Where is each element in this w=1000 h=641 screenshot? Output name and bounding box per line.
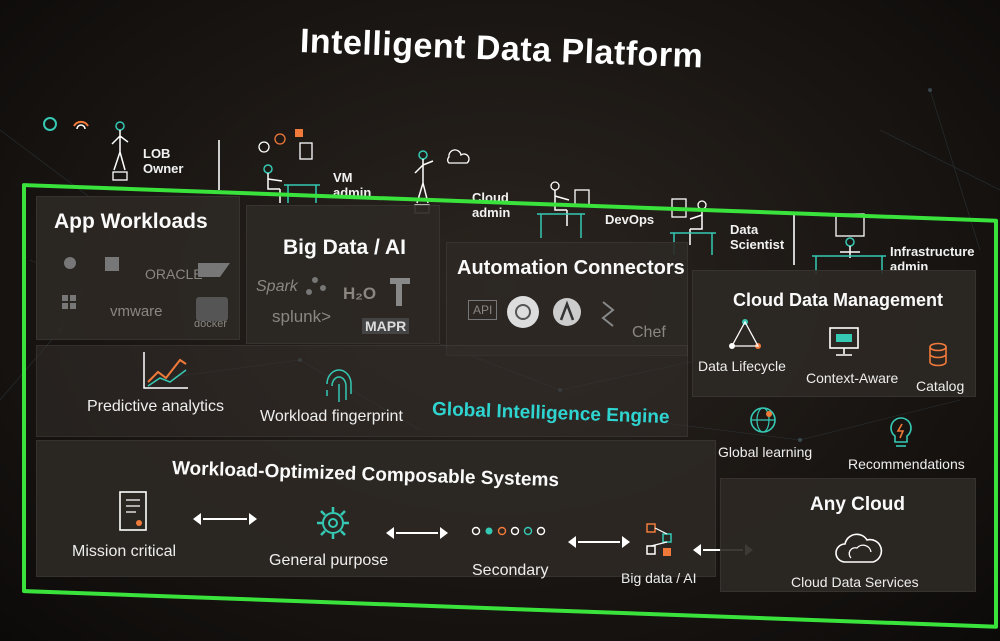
general-purpose-gear-icon — [315, 505, 351, 541]
mission-critical-label: Mission critical — [72, 543, 176, 561]
lob-owner-figure-icon — [105, 120, 135, 190]
recommendations-bulb-icon — [888, 416, 914, 450]
secondary-label: Secondary — [472, 562, 549, 580]
data-lifecycle-label: Data Lifecycle — [698, 358, 786, 374]
app-logos-icon — [60, 255, 235, 330]
predictive-analytics-chart-icon — [142, 350, 190, 392]
bidirectional-arrow — [203, 518, 247, 520]
global-learning-globe-icon — [748, 405, 778, 435]
catalog-label: Catalog — [916, 378, 964, 394]
api-logo: API — [468, 300, 497, 320]
mobile-devices-icon — [40, 112, 100, 142]
persona-divider — [218, 140, 220, 190]
catalog-database-icon — [928, 342, 948, 368]
data-lifecycle-icon — [728, 318, 762, 352]
bidirectional-arrow — [396, 532, 438, 534]
big-data-ai-label: Big data / AI — [621, 570, 697, 586]
kubernetes-ansible-icon — [505, 292, 625, 334]
cloud-data-services-icon — [833, 532, 883, 568]
app-workloads-title: App Workloads — [54, 210, 208, 234]
general-purpose-label: General purpose — [269, 552, 388, 570]
secondary-dots-icon — [470, 524, 550, 538]
hadoop-logos-icon — [305, 272, 415, 312]
mapr-logo: MAPR — [362, 318, 409, 334]
mission-critical-server-icon — [118, 490, 148, 532]
context-aware-label: Context-Aware — [806, 370, 898, 386]
persona-lob-owner: LOB Owner — [143, 146, 183, 176]
automation-connectors-title: Automation Connectors — [457, 257, 685, 280]
chef-logo: Chef — [632, 324, 666, 342]
cloud-data-management-title: Cloud Data Management — [733, 290, 943, 311]
global-learning-label: Global learning — [718, 444, 812, 460]
bidirectional-arrow — [578, 541, 620, 543]
big-data-ai-title: Big Data / AI — [283, 236, 406, 260]
context-aware-monitor-icon — [828, 326, 860, 358]
spark-logo: Spark — [256, 278, 298, 296]
predictive-analytics-label: Predictive analytics — [87, 398, 224, 416]
fingerprint-icon — [322, 364, 356, 404]
workload-fingerprint-label: Workload fingerprint — [260, 408, 403, 426]
any-cloud-title: Any Cloud — [810, 494, 905, 516]
big-data-ai-nodes-icon — [645, 522, 675, 558]
recommendations-label: Recommendations — [848, 456, 965, 472]
cloud-data-services-label: Cloud Data Services — [791, 574, 919, 590]
